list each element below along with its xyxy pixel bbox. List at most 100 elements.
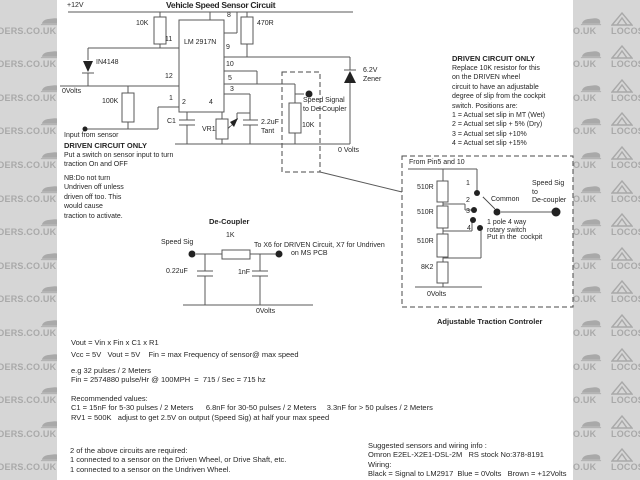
label-decoupler-dest2: on MS PCB [291,250,328,257]
label-c1nf: 1nF [238,269,251,276]
watermark-word-builders: BUILDERS.CO.UK [0,126,57,137]
terminal-speed-signal [305,90,313,98]
pin-9: 9 [226,44,230,51]
label-sw1: 1 [466,180,470,187]
watermark-word-locost: LOCOST [611,0,640,2]
watermark-word-builders: BUILDERS.CO.UK [0,92,57,103]
watermark-tile: LOCOSTBUILDERS.CO.UK [611,246,640,280]
car-logo-icon [580,253,602,260]
schematic-panel [57,0,573,480]
decoupler-heading: De-Coupler [209,217,250,226]
label-vr1: VR1 [202,126,216,133]
switch-contact-4 [477,225,483,231]
watermark-word-builders: BUILDERS.CO.UK [0,328,57,338]
switch-contact-2 [471,207,477,213]
label-510r-3: 510R [417,238,434,245]
mountain-logo-icon [611,112,633,127]
watermark-word-locost: LOCOST [611,193,640,204]
mountain-logo-icon [611,381,633,395]
label-r100k: 100K [102,98,119,105]
label-r10k: 10K [136,20,149,27]
watermark-word-locost: LOCOST [611,294,640,305]
traction-controller-box [401,155,574,308]
car-logo-icon [580,387,602,395]
mountain-logo-icon [611,45,633,59]
zener-symbol [344,71,356,83]
pin-10: 10 [226,61,234,68]
vr1-body [215,118,229,140]
switch-contact-3 [470,217,476,223]
label-out-r10k: 10K [302,122,315,129]
resistor-out-10k [288,102,302,134]
watermark-word-builders: BUILDERS.CO.UK [0,193,57,204]
right-note-heading: DRIVEN CIRCUIT ONLY [452,54,536,63]
watermark-word-builders: BUILDERS.CO.UK [0,462,57,473]
left-note-heading: DRIVEN CIRCUIT ONLY [64,141,148,150]
resistor-510r-2 [436,205,449,229]
watermark-word-locost: LOCOST [611,395,640,406]
replaceable-resistor-box [281,71,321,173]
watermark-word-locost: LOCOST [611,126,640,137]
vr1-arrowhead [230,118,238,127]
mountain-logo-icon [611,314,633,328]
watermark-tile: LOCOSTBUILDERS.CO.UK [611,78,640,112]
watermark-word-locost: LOCOST [611,92,640,103]
watermark-word-builders: BUILDERS.CO.UK [0,160,57,170]
mountain-logo-icon [611,448,633,463]
formula-block-1: Vout = Vin x Fin x C1 x R1 Vcc = 5V Vout… [71,338,299,359]
switch-common-contact [493,208,501,216]
watermark-word-builders: BUILDERS.CO.UK [0,227,57,238]
watermark-tile: LOCOSTBUILDERS.CO.UK [611,11,640,45]
sensors-info-note: Suggested sensors and wiring info : Omro… [368,441,567,478]
watermark-tile: LOCOSTBUILDERS.CO.UK [611,145,640,179]
terminal-traction-out [551,207,561,217]
car-logo-icon [580,353,602,361]
mountain-logo-icon [611,246,633,261]
mountain-logo-icon [611,347,633,362]
car-logo-icon [580,286,602,294]
resistor-470r [240,16,254,45]
terminal-decoupler-out [275,250,283,258]
mountain-logo-icon [611,11,633,26]
label-decoupler-gnd: 0Volts [256,308,276,315]
label-switch-note: 1 pole 4 way rotary switch Put in the co… [487,219,543,241]
watermark-word-locost: LOCOST [611,260,640,271]
watermark-tile: LOCOSTBUILDERS.CO.UK [611,414,640,448]
filled-symbols [82,61,561,258]
pin-2: 2 [182,99,186,106]
pin-12: 12 [165,73,173,80]
watermark-word-builders: BUILDERS.CO.UK [0,361,57,372]
watermark-word-builders: BUILDERS.CO.UK [0,260,57,271]
ic-lm2917-body [178,19,225,113]
label-traction-out: Speed Sig to De-coupler [532,180,567,205]
label-ic-name: LM 2917N [184,39,217,46]
watermark-word-builders: BUILDERS.CO.UK [0,59,57,70]
car-logo-icon [580,320,602,328]
watermark-tile: LOCOSTBUILDERS.CO.UK [611,447,640,480]
resistor-100k [121,92,135,123]
label-8k2: 8K2 [421,264,434,271]
watermark-word-locost: LOCOST [611,328,640,338]
terminal-sensor-input [82,126,88,132]
watermark-tile: LOCOSTBUILDERS.CO.UK [611,212,640,246]
label-r470r: 470R [257,20,274,27]
car-logo-icon [580,85,602,92]
pin-3: 3 [230,86,234,93]
resistor-510r-1 [436,180,449,203]
watermark-word-builders: BUILDERS.CO.UK [0,25,57,36]
watermark-tile: LOCOSTBUILDERS.CO.UK [611,313,640,347]
mountain-logo-icon [611,179,633,194]
callout-line [319,171,403,193]
watermark-tile: LOCOSTBUILDERS.CO.UK [611,347,640,381]
wire-net [60,11,552,306]
watermark-word-locost: LOCOST [611,462,640,473]
car-logo-icon [580,51,602,59]
resistor-1k [221,249,251,260]
watermark-tile: LOCOSTBUILDERS.CO.UK [0,0,71,11]
label-speed-sig-in: Speed Sig [161,239,194,246]
label-plus12v: +12V [67,2,84,9]
label-traction-gnd: 0Volts [427,291,447,298]
right-note-body: Replace 10K resistor for this on the DRI… [452,65,546,148]
label-510r-1: 510R [417,184,434,191]
car-logo-icon [580,421,602,428]
